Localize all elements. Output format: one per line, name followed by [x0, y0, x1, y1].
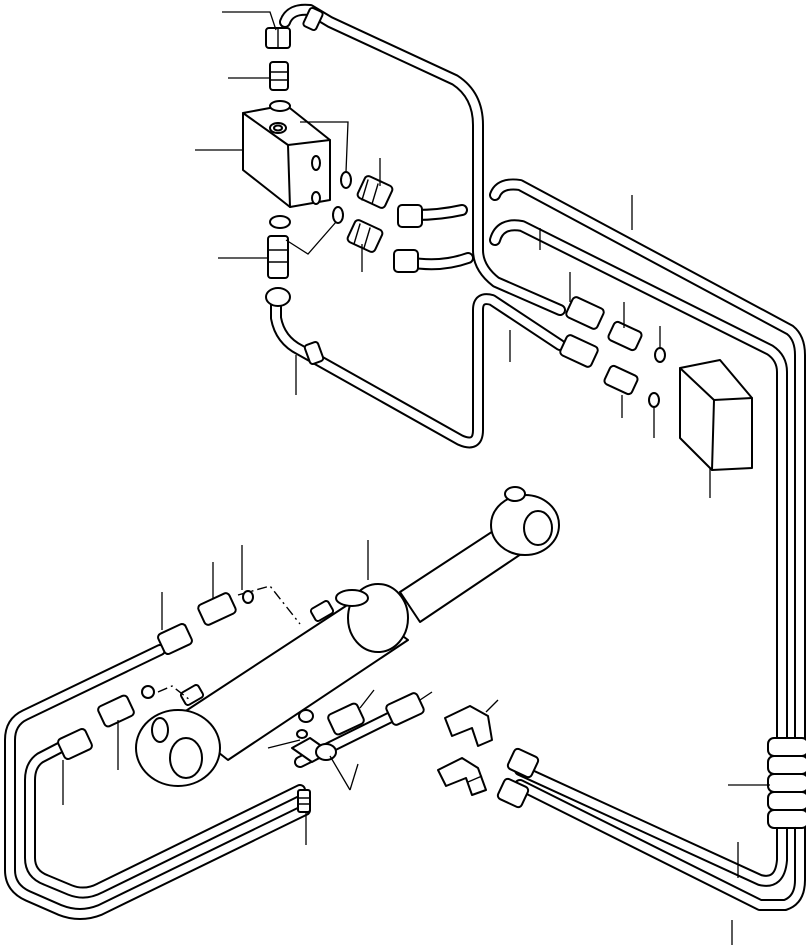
cylinder-fittings — [57, 590, 254, 760]
valve-side-fittings — [332, 171, 474, 273]
elbow-fittings — [437, 705, 540, 809]
tube-clamp — [291, 692, 425, 813]
junction-box — [679, 359, 753, 471]
upper-fittings — [265, 6, 325, 365]
pipe-lines — [4, 3, 806, 920]
leader-lines — [62, 11, 770, 945]
valve-block — [242, 104, 331, 208]
right-upper-fittings — [559, 296, 666, 408]
hose-bundle — [767, 737, 806, 829]
hydraulic-cylinder — [135, 486, 560, 787]
